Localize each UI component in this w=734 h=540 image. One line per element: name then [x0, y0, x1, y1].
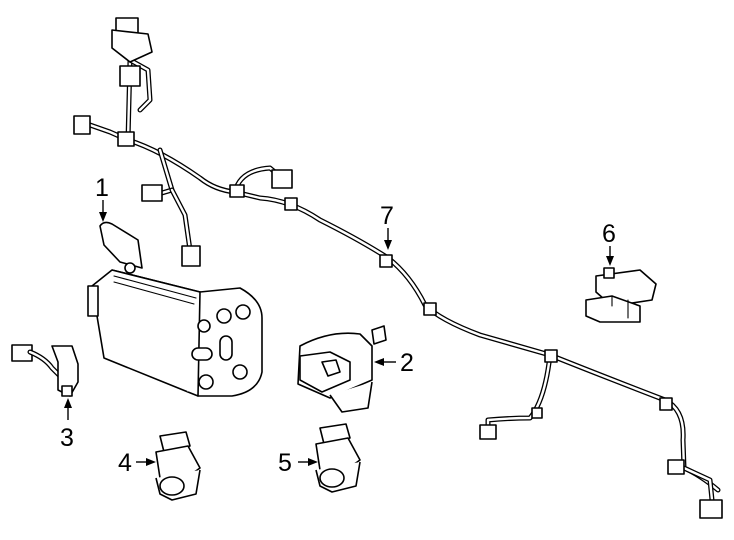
harness-clip-part [11, 344, 79, 397]
radar-sensor [87, 221, 263, 397]
sensor-part [585, 267, 657, 323]
callout-labels: 1 2 3 4 5 6 7 [60, 174, 616, 477]
callout-2: 2 [400, 349, 414, 377]
wiring-harness [73, 17, 723, 519]
callout-arrows [64, 200, 614, 466]
callout-6: 6 [602, 220, 616, 248]
callout-1: 1 [95, 174, 109, 202]
connector-part [297, 325, 387, 413]
callout-4: 4 [118, 449, 132, 477]
callout-7: 7 [380, 202, 394, 230]
callout-5: 5 [278, 449, 292, 477]
retainer-4 [155, 431, 201, 501]
callout-3: 3 [60, 424, 74, 452]
retainer-5 [315, 423, 361, 493]
